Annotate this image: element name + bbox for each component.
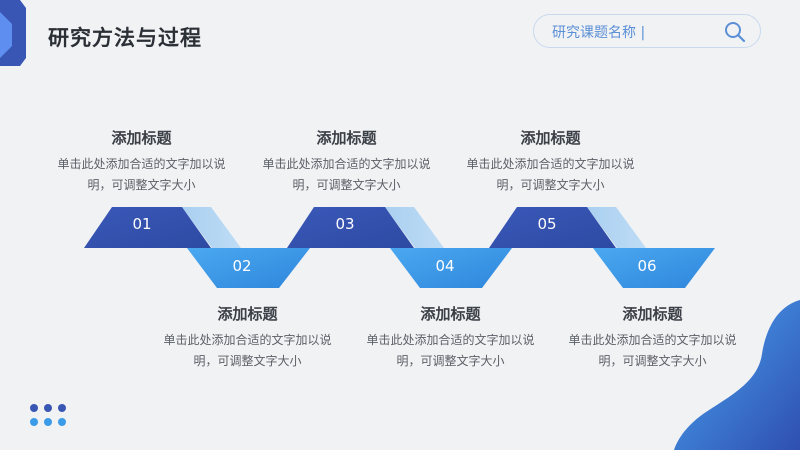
dot	[58, 404, 66, 412]
step-block-04	[390, 248, 512, 288]
dot	[30, 404, 38, 412]
step-title: 添加标题	[622, 305, 683, 323]
step-text-04: 添加标题 单击此处添加合适的文字加以说明，可调整文字大小	[363, 303, 538, 372]
step-text-02: 添加标题 单击此处添加合适的文字加以说明，可调整文字大小	[160, 303, 335, 372]
step-label-01: 01	[132, 215, 152, 233]
search-icon[interactable]	[724, 21, 746, 43]
step-text-03: 添加标题 单击此处添加合适的文字加以说明，可调整文字大小	[259, 127, 434, 196]
step-block-05	[489, 207, 616, 248]
step-block-01	[84, 207, 211, 248]
step-title: 添加标题	[520, 129, 581, 147]
fold-shade-3	[587, 207, 646, 248]
step-title: 添加标题	[316, 129, 377, 147]
step-text-06: 添加标题 单击此处添加合适的文字加以说明，可调整文字大小	[565, 303, 740, 372]
step-title: 添加标题	[217, 305, 278, 323]
search-box[interactable]: 研究课题名称 |	[533, 14, 761, 48]
dots-grid	[30, 404, 70, 430]
fold-shade-1	[182, 207, 241, 248]
step-title: 添加标题	[420, 305, 481, 323]
page-title: 研究方法与过程	[48, 26, 202, 50]
search-text: 研究课题名称 |	[552, 25, 646, 41]
step-title: 添加标题	[111, 129, 172, 147]
step-desc: 单击此处添加合适的文字加以说明，可调整文字大小	[466, 157, 635, 192]
step-text-01: 添加标题 单击此处添加合适的文字加以说明，可调整文字大小	[54, 127, 229, 196]
dot	[30, 418, 38, 426]
dot	[44, 404, 52, 412]
step-label-05: 05	[537, 215, 557, 233]
step-desc: 单击此处添加合适的文字加以说明，可调整文字大小	[366, 333, 535, 368]
step-label-04: 04	[435, 257, 455, 275]
step-label-02: 02	[232, 257, 252, 275]
dot	[58, 418, 66, 426]
step-block-02	[187, 248, 310, 288]
step-desc: 单击此处添加合适的文字加以说明，可调整文字大小	[568, 333, 737, 368]
corner-accent-shape	[0, 0, 26, 66]
step-label-03: 03	[335, 215, 355, 233]
step-desc: 单击此处添加合适的文字加以说明，可调整文字大小	[262, 157, 431, 192]
fold-shade-2	[385, 207, 444, 248]
step-text-05: 添加标题 单击此处添加合适的文字加以说明，可调整文字大小	[463, 127, 638, 196]
step-desc: 单击此处添加合适的文字加以说明，可调整文字大小	[57, 157, 226, 192]
step-block-03	[287, 207, 414, 248]
dot	[44, 418, 52, 426]
step-label-06: 06	[637, 257, 657, 275]
step-block-06	[593, 248, 715, 288]
blue-wave-blob	[674, 300, 800, 450]
step-desc: 单击此处添加合适的文字加以说明，可调整文字大小	[163, 333, 332, 368]
